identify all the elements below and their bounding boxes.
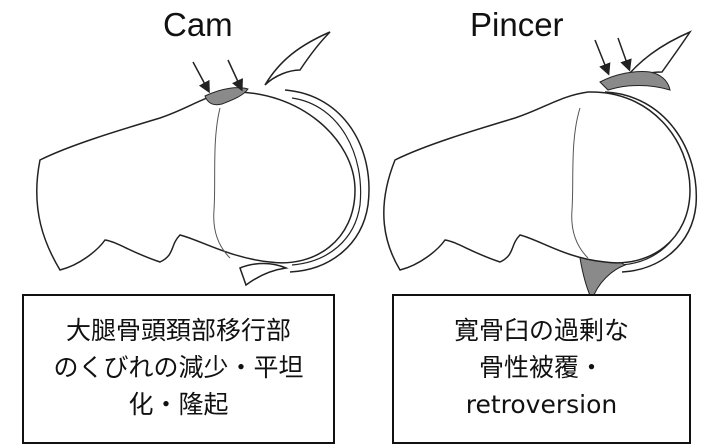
cam-acetabulum-lower	[239, 262, 289, 287]
cam-caption-line: 化・隆起	[128, 390, 229, 419]
pincer-caption-line: 寛骨臼の過剰な	[453, 316, 629, 345]
cam-femur-outline	[36, 91, 356, 271]
pincer-title: Pincer	[470, 6, 564, 43]
cam-caption-line: のくびれの減少・平坦	[53, 353, 304, 382]
cam-caption-line: 大腿骨頭頚部移行部	[65, 316, 291, 345]
pincer-caption-line: retroversion	[465, 390, 618, 419]
cam-acetabulum-upper	[264, 31, 331, 86]
pincer-upper-overgrowth	[599, 71, 671, 91]
pincer-caption-line: 骨性被覆・	[478, 353, 604, 382]
cam-caption-box: 大腿骨頭頚部移行部 のくびれの減少・平坦 化・隆起	[22, 294, 335, 444]
pincer-acetabulum-arc	[604, 91, 698, 273]
pincer-femur-outline	[383, 91, 691, 271]
cam-acetabulum-arc	[284, 89, 370, 273]
cam-title: Cam	[163, 6, 233, 43]
pincer-hip-drawing	[383, 30, 698, 302]
pincer-caption-box: 寛骨臼の過剰な 骨性被覆・ retroversion	[392, 294, 691, 444]
fai-diagram	[36, 30, 698, 302]
cam-overgrowth	[204, 87, 249, 106]
cam-hip-drawing	[36, 31, 370, 287]
